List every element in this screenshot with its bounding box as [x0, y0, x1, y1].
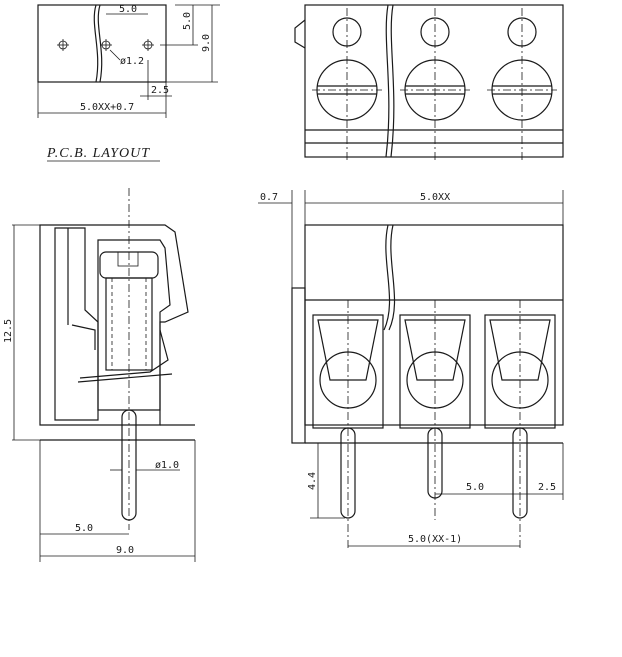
front-pole-3 — [484, 300, 556, 550]
pcb-break-line-2 — [97, 4, 103, 83]
top-view-pole-2 — [400, 8, 470, 160]
front-pole-2 — [399, 300, 471, 520]
front-view-break-1 — [383, 224, 391, 331]
front-width-label: 5.0XX — [420, 192, 450, 203]
top-view-break-2 — [390, 4, 395, 158]
side-pin-dia-label: ø1.0 — [155, 460, 179, 471]
front-offset-label: 0.7 — [260, 192, 278, 203]
top-view-outline — [304, 4, 564, 158]
clamp-lower — [77, 373, 173, 383]
pcb-hole-2 — [100, 39, 112, 51]
top-view-clip-tab — [294, 19, 306, 49]
top-view-pole-1 — [312, 8, 382, 160]
housing-section-outline — [39, 224, 189, 426]
front-view-body — [304, 224, 564, 426]
front-pole-1 — [312, 300, 384, 550]
screw-cavity — [97, 239, 171, 411]
pcb-layout-view: ø1.2 5.0 5.0 9.0 2.5 5.0XX+0.7 P.C.B. LA… — [37, 4, 220, 162]
side-depth-label: 9.0 — [116, 545, 134, 556]
pcb-outline — [37, 4, 167, 83]
side-section-view: 12.5 ø1.0 5.0 9.0 — [3, 188, 196, 562]
hole-dia-leader — [109, 49, 121, 61]
pcb-width-label: 5.0XX+0.7 — [80, 102, 134, 113]
side-height-label: 12.5 — [3, 319, 14, 343]
pcb-edge-label: 2.5 — [151, 85, 169, 96]
front-pitch-label: 5.0 — [466, 482, 484, 493]
top-view-pole-3 — [487, 8, 557, 160]
screw-slot — [117, 251, 139, 267]
pcb-break-line — [93, 4, 99, 83]
pcb-hole-3 — [142, 39, 154, 51]
side-pin-pos-label: 5.0 — [75, 523, 93, 534]
top-view — [294, 4, 564, 160]
front-view-side-step — [291, 287, 306, 444]
pcb-hole-dia-label: ø1.2 — [120, 56, 144, 67]
pcb-row-offset-label: 5.0 — [182, 12, 193, 30]
pcb-layout-title: P.C.B. LAYOUT — [46, 146, 150, 161]
pcb-height-label: 9.0 — [201, 34, 212, 52]
clamp-plate — [71, 324, 169, 379]
front-pin-length-label: 4.4 — [307, 472, 318, 490]
front-view: 0.7 5.0XX 4.4 5.0 2.5 5.0(XX-1) — [258, 190, 564, 550]
top-view-break-1 — [385, 4, 390, 158]
front-view-break-2 — [388, 224, 396, 331]
pcb-hole-1 — [57, 39, 69, 51]
left-cavity — [54, 227, 99, 421]
front-edge-label: 2.5 — [538, 482, 556, 493]
front-span-label: 5.0(XX-1) — [408, 534, 462, 545]
pcb-pitch-label: 5.0 — [119, 4, 137, 15]
